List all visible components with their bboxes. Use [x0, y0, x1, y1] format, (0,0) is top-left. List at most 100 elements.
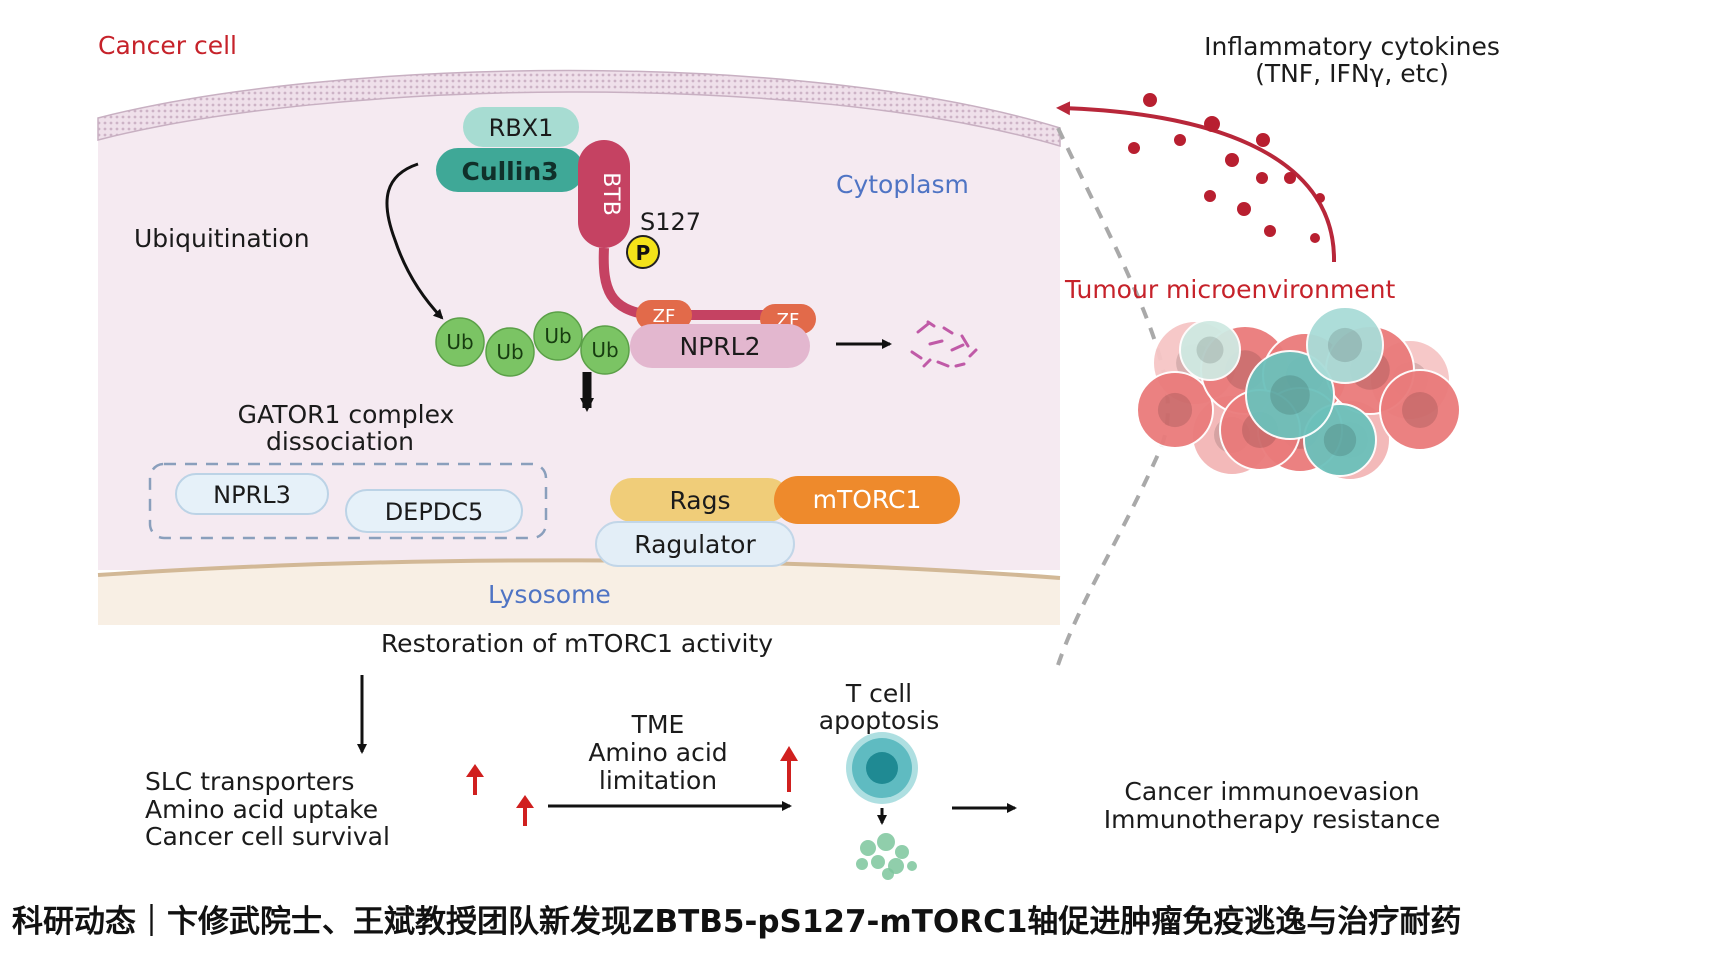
rags-label: Rags: [669, 486, 730, 515]
depdc5-label: DEPDC5: [385, 498, 484, 526]
btb-label: BTB: [598, 172, 623, 216]
aa-uptake-label: Amino acid uptake: [145, 795, 378, 824]
ub-label: Ub: [591, 338, 618, 362]
nprl3-box: [175, 473, 329, 515]
zf-label-1: ZF: [653, 306, 676, 327]
ubiquitin-icon: [580, 325, 630, 375]
cytokine-dot-icon: [1204, 190, 1216, 202]
apoptotic-fragment-icon: [860, 840, 876, 856]
tumour-cell-icon: [1245, 350, 1335, 440]
degraded-protein-fragments-icon: [910, 320, 978, 368]
article-caption: 科研动态｜卞修武院士、王斌教授团队新发现ZBTB5-pS127-mTORC1轴促…: [12, 904, 1462, 940]
tumour-cell-nucleus-icon: [1323, 423, 1357, 457]
tcell-label-line1: T cell: [845, 679, 912, 708]
cytokine-dot-icon: [1174, 134, 1186, 146]
cytoplasm-region: [98, 72, 1060, 570]
apoptotic-fragment-icon: [895, 845, 909, 859]
tumour-cell-nucleus-icon: [1157, 392, 1193, 428]
tme-short-label: TME: [631, 710, 685, 739]
cytokine-dot-icon: [1256, 133, 1270, 147]
s127-label: S127: [640, 208, 701, 236]
cytokine-dot-icon: [1204, 116, 1220, 132]
cytokine-dot-icon: [1237, 202, 1251, 216]
increase-arrow-icon: [466, 764, 484, 795]
resistance-label: Immunotherapy resistance: [1104, 805, 1441, 834]
ubiquitination-label: Ubiquitination: [134, 224, 310, 253]
nprl2-label: NPRL2: [680, 332, 761, 361]
survival-label: Cancer cell survival: [145, 822, 390, 851]
rbx1-box: [463, 107, 579, 147]
nprl3-label: NPRL3: [213, 481, 291, 509]
evasion-label: Cancer immunoevasion: [1124, 777, 1419, 806]
lysosome-label: Lysosome: [488, 580, 611, 609]
tumour-cell-icon: [1179, 319, 1241, 381]
tme-label: Tumour microenvironment: [1064, 275, 1396, 304]
lysosome-region: [98, 560, 1060, 625]
cytokine-dot-icon: [1256, 172, 1268, 184]
zf-domain-1: [636, 300, 692, 330]
ubiquitin-icon: [435, 317, 485, 367]
phospho-label: P: [636, 241, 651, 265]
cytokine-dot-icon: [1264, 225, 1276, 237]
increase-arrow-icon: [780, 746, 798, 792]
btb-domain: [578, 140, 630, 248]
cytokine-dot-icon: [1225, 153, 1239, 167]
cytokine-dot-icon: [1315, 193, 1325, 203]
mtorc1-label: mTORC1: [813, 485, 922, 514]
apoptotic-t-cell-icon: [856, 833, 917, 880]
tumour-cell-icon: [1306, 306, 1384, 384]
phospho-site-icon: [626, 235, 660, 269]
increase-arrow-icon: [516, 795, 534, 826]
cancer-cell-label: Cancer cell: [98, 31, 237, 60]
tumour-cell-icon: [1136, 371, 1214, 449]
nprl2-box: [630, 324, 810, 368]
cytokine-dot-icon: [1143, 93, 1157, 107]
tumour-cell-nucleus-icon: [1270, 375, 1310, 415]
cullin3-label: Cullin3: [461, 157, 558, 186]
cytokine-dot-icon: [1284, 172, 1296, 184]
cytokine-dot-icon: [1128, 142, 1140, 154]
ub-label: Ub: [496, 340, 523, 364]
cytokine-dots: [1128, 93, 1325, 243]
apoptotic-fragment-icon: [882, 868, 894, 880]
aa-limit-label-line1: Amino acid: [588, 738, 727, 767]
ub-label: Ub: [446, 330, 473, 354]
ub-label: Ub: [544, 324, 571, 348]
tumour-cell-nucleus-icon: [1327, 327, 1363, 363]
depdc5-box: [345, 489, 523, 533]
apoptotic-fragment-icon: [871, 855, 885, 869]
plasma-membrane: [97, 69, 1061, 148]
rags-box: [610, 478, 790, 522]
restoration-label: Restoration of mTORC1 activity: [381, 629, 773, 658]
gator1-dashed-box: [148, 462, 548, 540]
apoptotic-fragment-icon: [907, 861, 917, 871]
cullin3-box: [436, 148, 584, 192]
ubiquitination-arrow: [385, 162, 444, 320]
cytokines-label-line2: (TNF, IFNγ, etc): [1255, 59, 1449, 88]
ubiquitin-icon: [485, 327, 535, 377]
tumour-cell-icon: [1379, 369, 1461, 451]
apoptotic-fragment-icon: [877, 833, 895, 851]
tumour-cell-cluster-icon: [1136, 306, 1461, 481]
gator1-label-line1: GATOR1 complex: [238, 400, 455, 429]
cytokines-label-line1: Inflammatory cytokines: [1204, 32, 1500, 61]
ragulator-label: Ragulator: [634, 530, 756, 559]
aa-limit-label-line2: limitation: [599, 766, 717, 795]
tcell-label-line2: apoptosis: [819, 706, 939, 735]
tumour-cell-nucleus-icon: [1402, 392, 1438, 428]
cytokine-signal-arrow: [1056, 101, 1337, 263]
mtorc1-box: [774, 476, 960, 524]
ragulator-box: [595, 521, 795, 567]
gator1-label-line2: dissociation: [266, 427, 414, 456]
ubiquitin-icon: [533, 311, 583, 361]
cytoplasm-label: Cytoplasm: [836, 170, 969, 199]
slc-label: SLC transporters: [145, 767, 354, 796]
rbx1-label: RBX1: [489, 114, 554, 142]
tumour-cell-nucleus-icon: [1196, 336, 1224, 364]
lysosome-membrane: [97, 558, 1061, 580]
apoptotic-fragment-icon: [856, 858, 868, 870]
t-cell-icon: [846, 732, 918, 804]
